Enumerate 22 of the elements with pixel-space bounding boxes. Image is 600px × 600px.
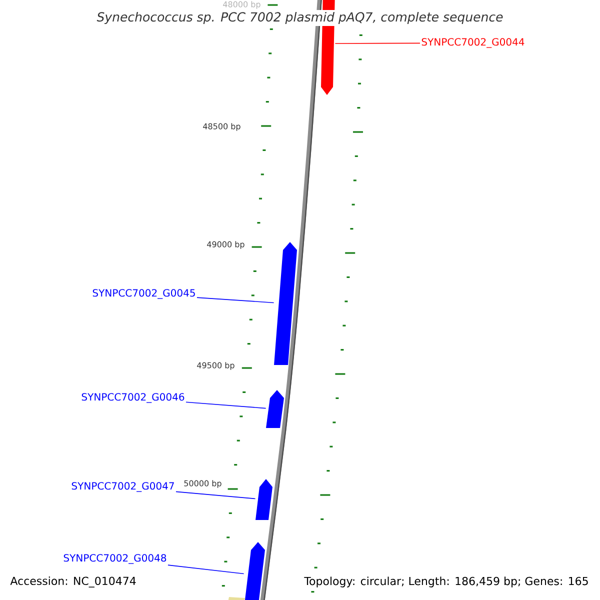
gene-arrow — [244, 542, 265, 600]
scale-label: 48000 bp — [223, 1, 260, 9]
scale-label: 48500 bp — [203, 123, 240, 131]
gene-label: SYNPCC7002_G0048 — [64, 554, 166, 564]
leader-line — [168, 564, 244, 574]
scale-label: 50000 bp — [184, 480, 222, 488]
footer-text: Accession: NC_010474 — [10, 576, 136, 588]
leader-line — [334, 42, 420, 44]
scale-label: 49000 bp — [207, 241, 244, 249]
gene-label: SYNPCC7002_G0046 — [82, 393, 184, 403]
gene-label: SYNPCC7002_G0047 — [72, 482, 174, 492]
gene-arrow — [274, 242, 297, 365]
leader-line — [176, 491, 256, 500]
leader-line — [186, 402, 266, 409]
footer-text: Topology: circular; Length: 186,459 bp; Genes: 165 — [304, 576, 588, 588]
gene-arrow — [266, 390, 284, 428]
scale-label: 49500 bp — [197, 362, 234, 370]
title: Synechococcus sp. PCC 7002 plasmid pAQ7, complete sequence — [94, 10, 506, 26]
gene-label: SYNPCC7002_G0044 — [422, 38, 524, 48]
gene-arrow — [256, 479, 272, 520]
gene-label: SYNPCC7002_G0045 — [92, 289, 195, 299]
leader-line — [196, 297, 274, 304]
